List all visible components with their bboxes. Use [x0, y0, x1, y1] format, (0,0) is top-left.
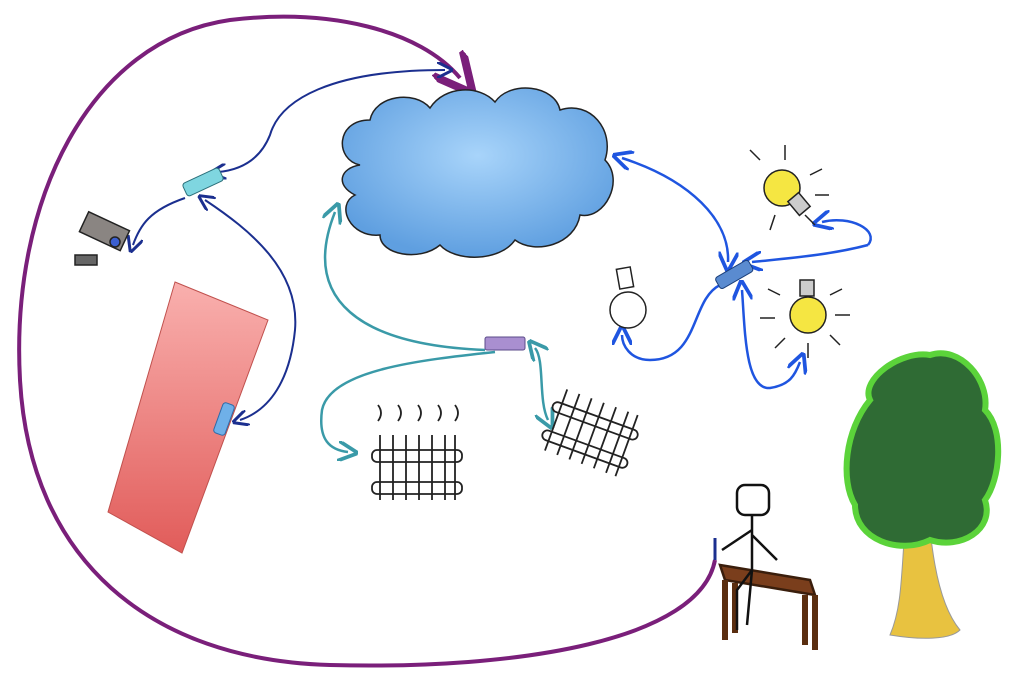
sensor-icon	[182, 167, 224, 197]
light-bulb-icon	[760, 279, 850, 358]
link-sensor-bulb1	[822, 220, 872, 246]
light-bulb-icon	[749, 145, 829, 231]
sensor-icon	[213, 402, 235, 436]
tree-icon	[843, 350, 1002, 639]
link-cloud-heater	[325, 212, 486, 352]
link-heater-rad2	[535, 348, 548, 420]
link-cloud-lightsensor	[622, 158, 728, 262]
radiator-icon	[541, 389, 639, 477]
person-on-bench-icon	[718, 483, 818, 650]
link-bulb1-sensor	[752, 243, 869, 262]
link-heater-rad1	[319, 350, 496, 452]
cloud-icon	[341, 87, 614, 258]
sensor-icon	[484, 336, 526, 351]
light-bulb-icon	[609, 266, 647, 329]
sensor-icon	[715, 259, 754, 289]
security-camera-icon	[74, 210, 131, 266]
link-sensor-bulb2	[742, 290, 800, 390]
purple-link	[17, 14, 717, 668]
link-sensor-bulb-off	[622, 283, 721, 362]
link-sensor-camera	[133, 197, 186, 245]
link-cloud-camsensor	[218, 70, 445, 172]
door-icon	[107, 281, 269, 554]
radiator-icon	[371, 404, 463, 500]
link-sensor-door	[205, 200, 297, 420]
